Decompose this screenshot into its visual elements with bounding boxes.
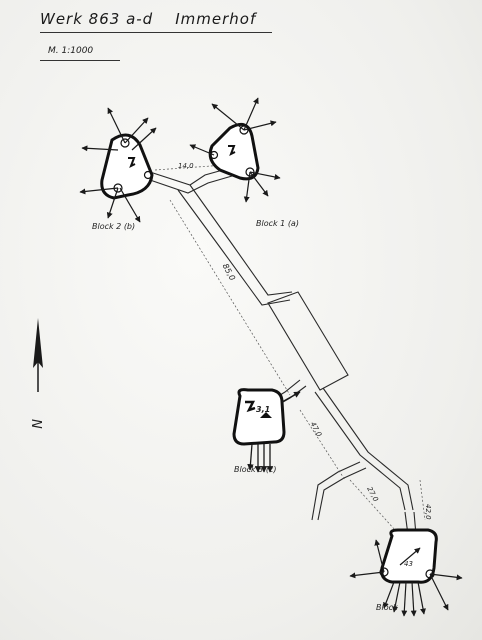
tunnel-lower-right-a [314, 391, 406, 511]
bunker-block-2 [79, 107, 157, 223]
dimension-label: 42,0 [424, 504, 432, 520]
block-3-id: 3,1 [256, 405, 270, 414]
block-label: Block [376, 603, 398, 612]
tunnel-branch-left-a [311, 461, 361, 521]
dimension-label: 47,0 [309, 421, 324, 439]
block-4-outline [380, 528, 438, 584]
block-label: Block 2 (b) [92, 222, 135, 231]
dimension-label: 14,0 [178, 162, 194, 170]
tunnel-main-left [177, 189, 291, 306]
block-2-fire-arrows [79, 107, 157, 223]
title-name: Immerhof [175, 10, 257, 28]
drawing-title: Werk 863 a-d Immerhof [40, 10, 256, 28]
dimension-lines [154, 164, 426, 531]
block-4-fire-arrows [349, 539, 463, 617]
tunnel-main-right [189, 184, 293, 296]
block-4-id: 43 [404, 560, 413, 568]
block-label: Block 1 (a) [256, 219, 299, 228]
bunker-block-4: 43 [349, 528, 463, 617]
tunnel-room [267, 291, 349, 391]
block-2-outline [100, 133, 154, 200]
scale-underline [40, 60, 120, 61]
bunker-block-1 [189, 97, 281, 203]
title-underline [40, 32, 272, 33]
north-arrow-head [33, 318, 43, 368]
tunnel-lower-right-b [322, 387, 414, 511]
title-werk: Werk 863 a-d [40, 10, 154, 28]
tunnel-branch-left-b [317, 467, 367, 521]
dimension-label: 85,0 [221, 262, 237, 282]
tunnel-b2-b1-top [149, 167, 231, 186]
dimension-label: 27,0 [365, 485, 380, 503]
bunker-block-3: 3,1 [232, 388, 301, 473]
tunnel-network [149, 167, 417, 536]
block-1-fire-arrows [189, 97, 281, 203]
block-3-fire-arrows [247, 391, 301, 473]
tunnel-b2-b1-bottom [149, 175, 233, 194]
scale-label: M. 1:1000 [48, 46, 94, 56]
block-3-outline [232, 388, 286, 446]
block-label: Block 3 (c) [234, 465, 276, 474]
north-label: N [28, 419, 43, 429]
north-arrow: N [28, 318, 43, 429]
